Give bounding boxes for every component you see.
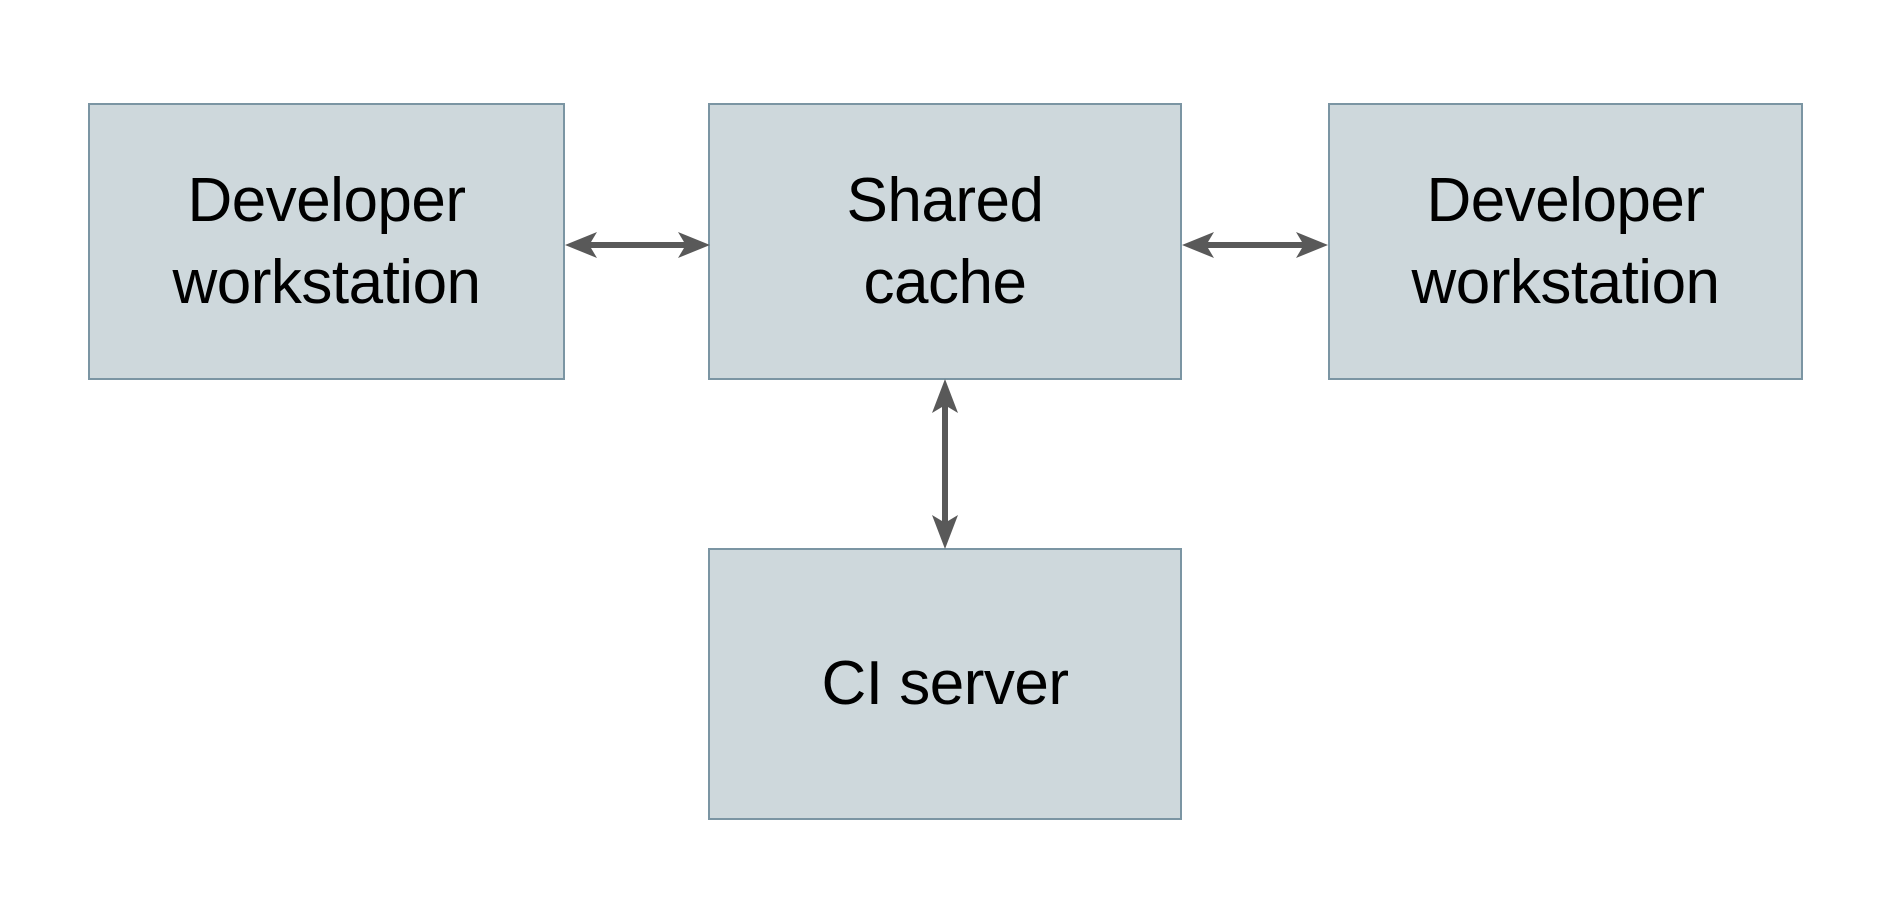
node-developer-workstation-right[interactable]: Developer workstation — [1328, 103, 1803, 380]
connector-shared-cache-to-ci-server — [932, 379, 958, 549]
double-arrow-shape — [565, 232, 710, 258]
node-label-ci-server: CI server — [821, 649, 1069, 719]
node-ci-server[interactable]: CI server — [708, 548, 1182, 820]
node-label-developer-workstation-right: Developer workstation — [1411, 165, 1720, 317]
double-arrow-shape — [932, 379, 958, 549]
node-label-shared-cache: Shared cache — [846, 165, 1044, 317]
connector-shared-cache-to-developer-right — [1182, 232, 1328, 258]
double-arrow-shape — [1182, 232, 1328, 258]
node-label-developer-workstation-left: Developer workstation — [172, 165, 481, 317]
node-developer-workstation-left[interactable]: Developer workstation — [88, 103, 565, 380]
node-shared-cache[interactable]: Shared cache — [708, 103, 1182, 380]
connector-developer-left-to-shared-cache — [565, 232, 710, 258]
